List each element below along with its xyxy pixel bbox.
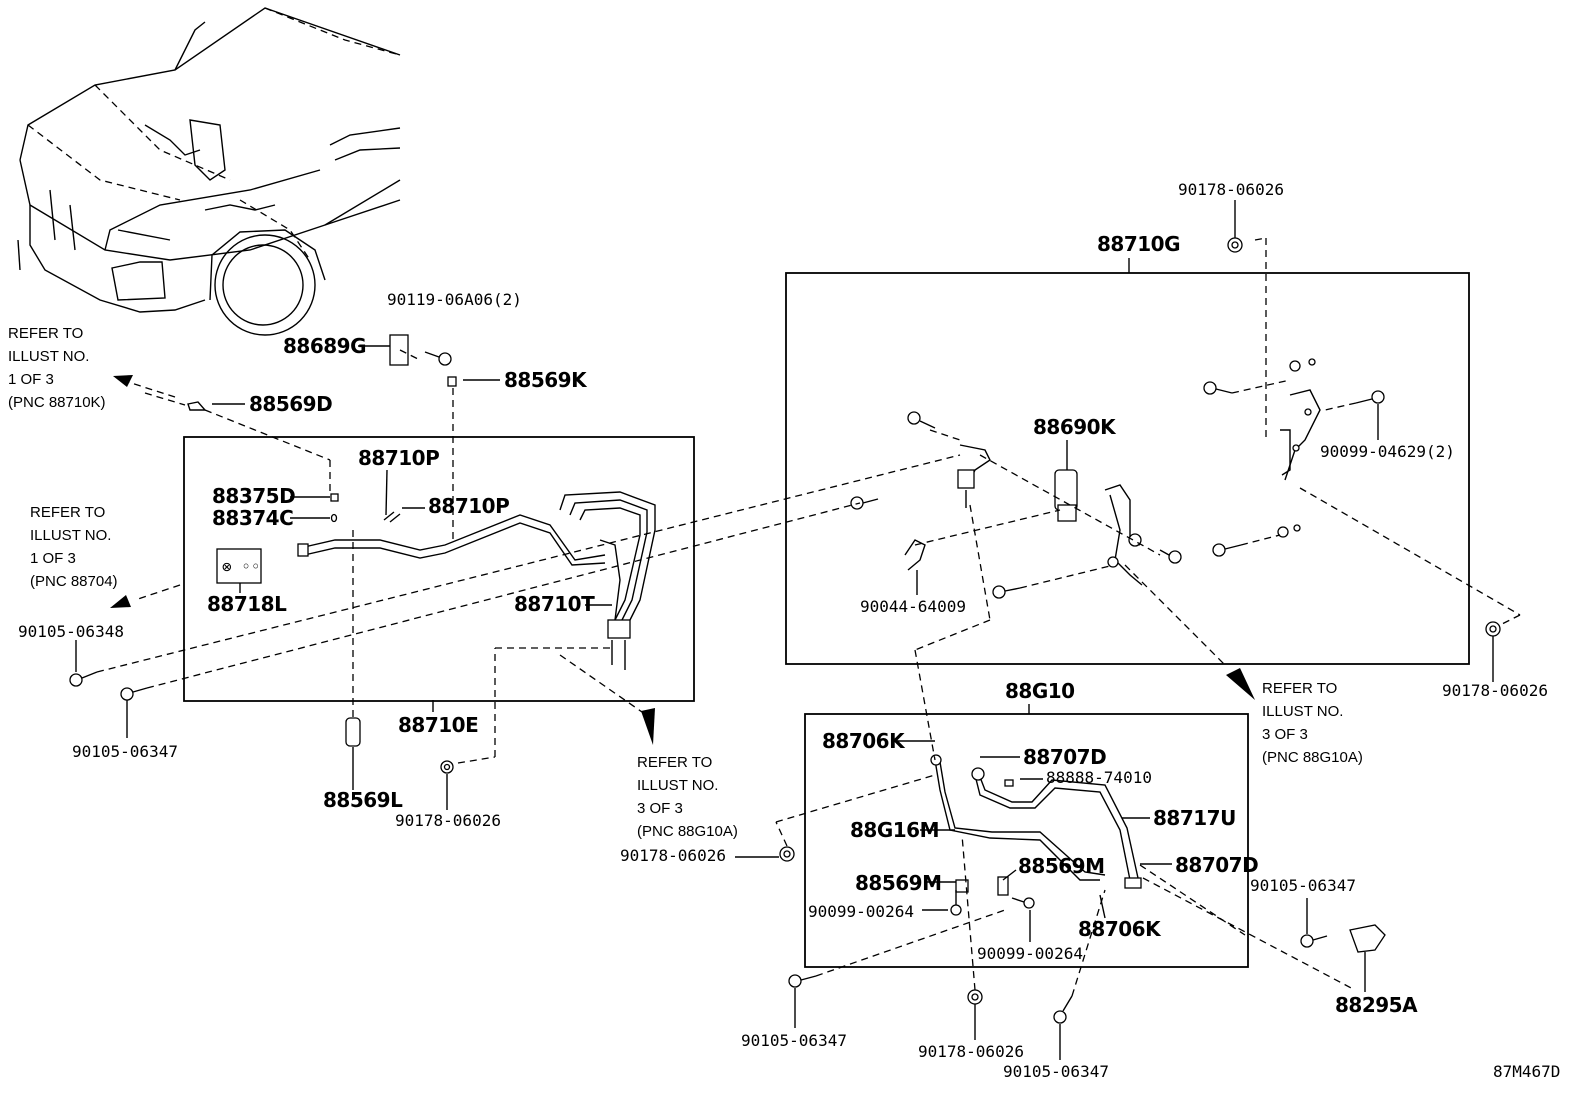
label-90178-06026-a: 90178-06026 [395, 811, 501, 830]
label-88569D: 88569D [249, 392, 332, 416]
label-88569M-b: 88569M [1018, 854, 1104, 878]
reference-arrows [110, 375, 1255, 745]
ref3-line3: 3 OF 3 [637, 800, 683, 817]
label-90178-06026-mid: 90178-06026 [620, 846, 726, 865]
label-88690K: 88690K [1033, 415, 1117, 439]
label-90044-64009: 90044-64009 [860, 597, 966, 616]
label-90105-06348: 90105-06348 [18, 622, 124, 641]
ref1-line3: 1 OF 3 [8, 371, 54, 388]
label-90099-00264-b: 90099-00264 [977, 944, 1083, 963]
sensor-assembly-88690K [904, 389, 1321, 586]
label-88888-74010: 88888-74010 [1046, 768, 1152, 787]
ref4-line3: 3 OF 3 [1262, 726, 1308, 743]
label-88374C: 88374C [212, 506, 293, 530]
label-tag-88718L [216, 548, 262, 584]
ref4-line4: (PNC 88G10A) [1262, 749, 1363, 766]
fasteners [69, 237, 1501, 1024]
label-88707D-b: 88707D [1175, 853, 1258, 877]
vehicle-illustration [17, 7, 401, 336]
alignment-lines [96, 237, 1521, 997]
group-box-88710G [785, 272, 1470, 665]
label-88706K-b: 88706K [1078, 917, 1162, 941]
ref2-line1: REFER TO [30, 504, 105, 521]
label-90099-04629: 90099-04629(2) [1320, 442, 1455, 461]
reference-note-3: REFER TO ILLUST NO. 3 OF 3 (PNC 88G10A) [637, 754, 738, 840]
label-88707D-a: 88707D [1023, 745, 1106, 769]
ref4-line2: ILLUST NO. [1262, 703, 1343, 720]
label-88706K-a: 88706K [822, 729, 906, 753]
label-90178-06026-top: 90178-06026 [1178, 180, 1284, 199]
ref2-line3: 1 OF 3 [30, 550, 76, 567]
ref3-line1: REFER TO [637, 754, 712, 771]
group-box-88710E [183, 436, 695, 702]
label-88569L: 88569L [323, 788, 403, 812]
ref1-line1: REFER TO [8, 325, 83, 342]
cap-88375D [330, 493, 339, 502]
group-box-88G10 [804, 713, 1249, 968]
label-88718L: 88718L [207, 592, 287, 616]
diagram-code: 87M467D [1493, 1062, 1560, 1081]
ref3-line2: ILLUST NO. [637, 777, 718, 794]
label-90105-06347-b: 90105-06347 [1250, 876, 1356, 895]
label-88375D: 88375D [212, 484, 295, 508]
ref4-line1: REFER TO [1262, 680, 1337, 697]
reference-note-4: REFER TO ILLUST NO. 3 OF 3 (PNC 88G10A) [1262, 680, 1363, 766]
ref1-line4: (PNC 88710K) [8, 394, 106, 411]
label-88710E: 88710E [398, 713, 478, 737]
label-90178-06026-bottom: 90178-06026 [918, 1042, 1024, 1061]
label-88G10: 88G10 [1005, 679, 1075, 703]
label-88717U: 88717U [1153, 806, 1236, 830]
ref3-line4: (PNC 88G10A) [637, 823, 738, 840]
label-88689G: 88689G [283, 334, 366, 358]
oring-88710P [383, 511, 401, 523]
label-88710T: 88710T [514, 592, 595, 616]
ref2-line4: (PNC 88704) [30, 573, 118, 590]
label-90119-06A06: 90119-06A06(2) [387, 290, 522, 309]
label-90105-06347-d: 90105-06347 [1003, 1062, 1109, 1081]
label-88569M-a: 88569M [855, 871, 941, 895]
label-88710P-b: 88710P [428, 494, 509, 518]
reference-note-2: REFER TO ILLUST NO. 1 OF 3 (PNC 88704) [30, 504, 118, 590]
oring-88374C [330, 513, 338, 523]
tag-symbols: ⊗ ◦◦ [222, 557, 261, 576]
part-number-labels: 88689G 90119-06A06(2) 88569K 88569D 8871… [18, 180, 1560, 1081]
label-88710P-a: 88710P [358, 446, 439, 470]
reference-note-1: REFER TO ILLUST NO. 1 OF 3 (PNC 88710K) [8, 325, 106, 411]
ac-pipe-88710E [297, 491, 656, 670]
label-88G16M: 88G16M [850, 818, 939, 842]
label-88710G: 88710G [1097, 232, 1180, 256]
label-88569K: 88569K [504, 368, 588, 392]
label-90105-06347-a: 90105-06347 [72, 742, 178, 761]
label-90099-00264-a: 90099-00264 [808, 902, 914, 921]
ref1-line2: ILLUST NO. [8, 348, 89, 365]
label-90178-06026-right: 90178-06026 [1442, 681, 1548, 700]
ac-hoses-88G10 [930, 754, 1142, 896]
label-90105-06347-c: 90105-06347 [741, 1031, 847, 1050]
ref2-line2: ILLUST NO. [30, 527, 111, 544]
leader-lines [75, 200, 1494, 1060]
label-88295A: 88295A [1335, 993, 1418, 1017]
